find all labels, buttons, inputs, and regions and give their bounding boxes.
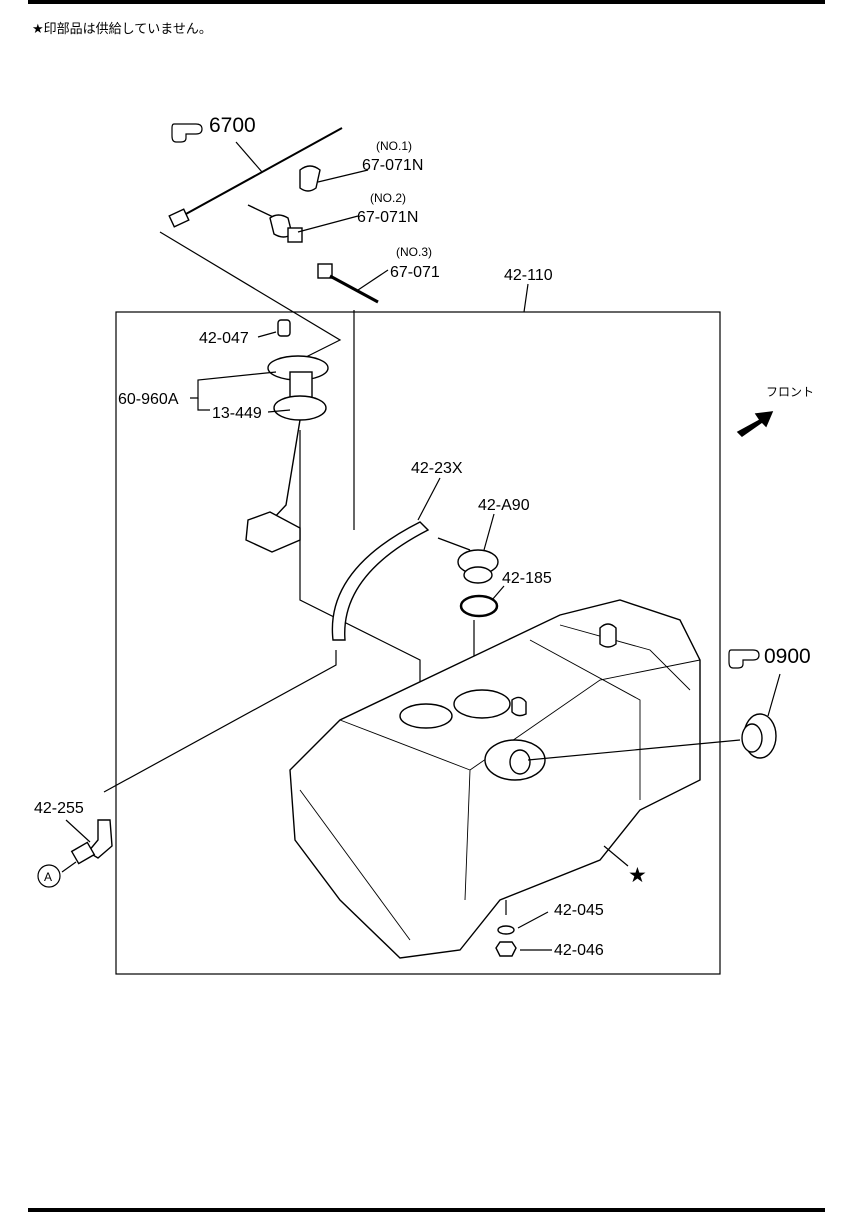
label-67-071: 67-071 <box>390 264 440 281</box>
bottom-rule <box>28 1208 825 1212</box>
reference-circle-a <box>37 864 61 888</box>
label-42-a90: 42-A90 <box>478 497 530 514</box>
label-42-047: 42-047 <box>199 330 249 347</box>
fuel-tank <box>289 599 701 959</box>
label-no1: (NO.1) <box>376 139 412 153</box>
clip-no3 <box>317 263 379 304</box>
filler-neck-parts <box>437 537 499 618</box>
label-front: フロント <box>766 385 814 399</box>
top-rule <box>28 0 825 4</box>
pointing-hand-icon <box>728 649 760 669</box>
label-no3: (NO.3) <box>396 245 432 259</box>
label-42-046: 42-046 <box>554 942 604 959</box>
label-42-23x: 42-23X <box>411 460 463 477</box>
fuel-pump-unit <box>245 319 329 553</box>
elbow-fitting <box>70 819 113 865</box>
pointing-hand-icon <box>171 123 203 143</box>
label-42-185: 42-185 <box>502 570 552 587</box>
label-ref-6700: 6700 <box>209 114 256 137</box>
label-13-449: 13-449 <box>212 405 262 422</box>
header-note-text: 印部品は供給していません。 <box>43 22 212 37</box>
washer <box>497 925 515 935</box>
label-leaders <box>61 141 781 951</box>
label-60-960a: 60-960A <box>118 391 179 408</box>
harness-assembly <box>168 127 343 243</box>
label-ref-0900: 0900 <box>764 645 811 668</box>
label-67-071n-1: 67-071N <box>362 157 423 174</box>
label-no2: (NO.2) <box>370 191 406 205</box>
fuel-cap <box>527 713 777 761</box>
assembly-frame <box>115 311 721 975</box>
label-circle-a: A <box>44 870 52 884</box>
label-67-071n-2: 67-071N <box>357 209 418 226</box>
breather-hose <box>331 521 430 641</box>
star-marker: ★ <box>628 864 647 887</box>
label-42-110: 42-110 <box>504 267 553 284</box>
drain-nut <box>495 941 517 957</box>
arrow-icon <box>736 411 774 437</box>
header-note: ★印部品は供給していません。 <box>32 18 212 37</box>
label-42-255: 42-255 <box>34 800 84 817</box>
star-icon: ★ <box>32 22 44 37</box>
label-42-045: 42-045 <box>554 902 604 919</box>
